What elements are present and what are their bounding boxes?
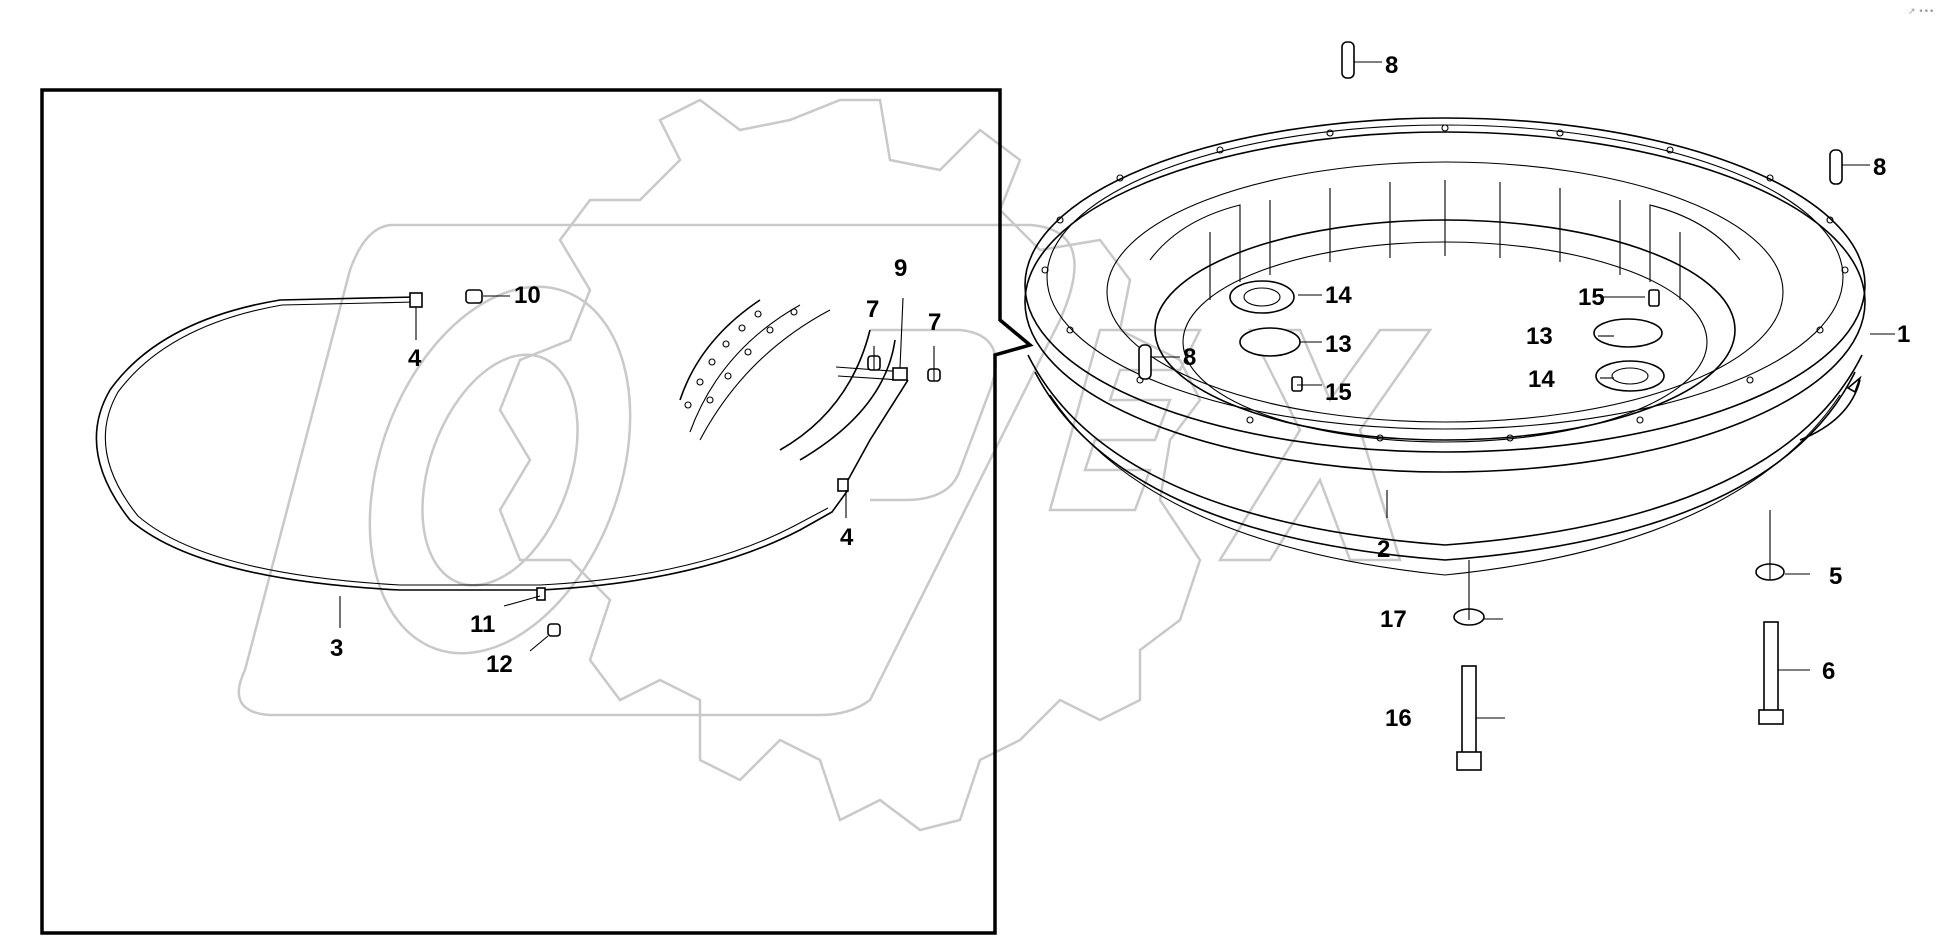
callout-c4b: 4 [840,524,854,551]
callout-c9: 9 [894,255,907,282]
callout-c13b: 13 [1526,323,1553,350]
lubrication-line-detail [95,289,941,637]
callout-c7b: 7 [928,309,941,336]
callout-c1: 1 [1897,321,1910,348]
leader-lines [339,61,1895,719]
callout-c8c: 8 [1183,344,1196,371]
callout-c14b: 14 [1528,366,1555,393]
callout-c15a: 15 [1325,379,1352,406]
callout-c12: 12 [486,651,513,678]
callout-c7a: 7 [866,296,879,323]
callout-c2: 2 [1377,536,1390,563]
corner-mark: ↗ ••• [1908,7,1934,17]
opex-watermark [237,98,1433,832]
callout-c5: 5 [1829,563,1842,590]
callout-c4a: 4 [408,345,422,372]
detail-frame [40,88,1034,935]
callout-c8b: 8 [1873,154,1886,181]
callout-c14a: 14 [1325,282,1352,309]
callout-c15b: 15 [1578,284,1605,311]
callout-c17: 17 [1380,606,1407,633]
callout-c13a: 13 [1325,331,1352,358]
callout-c11: 11 [470,611,495,638]
callout-c8a: 8 [1385,52,1398,79]
callout-c10: 10 [514,282,541,309]
callout-c16: 16 [1385,705,1412,732]
callout-c3: 3 [330,635,343,662]
callout-c6: 6 [1822,658,1835,685]
slewing-ring [1024,117,1866,576]
ring-fasteners [1138,41,1843,771]
